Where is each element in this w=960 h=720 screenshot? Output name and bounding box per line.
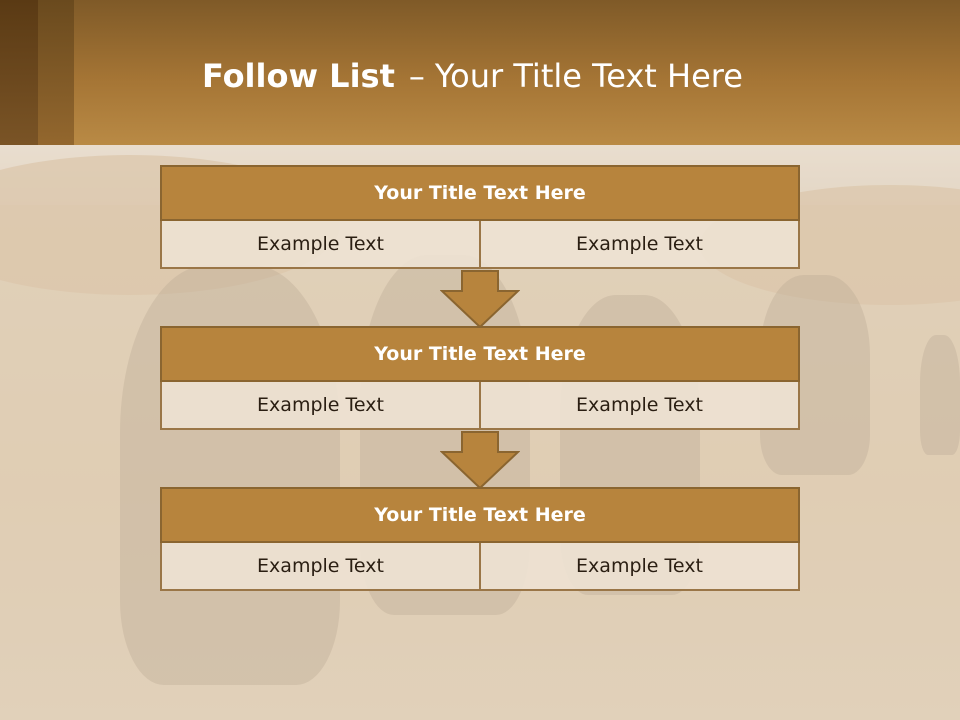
header-accent-stripe bbox=[0, 0, 38, 145]
rider-figure bbox=[920, 335, 960, 455]
step-cell-right: Example Text bbox=[481, 543, 800, 591]
step-cell-left: Example Text bbox=[160, 221, 481, 269]
step-cell-right: Example Text bbox=[481, 382, 800, 430]
step-row: Example Text Example Text bbox=[160, 382, 800, 430]
step-title: Your Title Text Here bbox=[160, 165, 800, 221]
step-row: Example Text Example Text bbox=[160, 543, 800, 591]
slide-title-text: Your Title Text Here bbox=[434, 57, 743, 95]
slide-title: Follow List–Your Title Text Here bbox=[202, 54, 743, 98]
slide-title-separator: – bbox=[408, 57, 425, 95]
step-row: Example Text Example Text bbox=[160, 221, 800, 269]
step-cell-left: Example Text bbox=[160, 382, 481, 430]
header-band: Follow List–Your Title Text Here bbox=[0, 0, 960, 145]
follow-list-step: Your Title Text Here Example Text Exampl… bbox=[160, 487, 800, 591]
step-title: Your Title Text Here bbox=[160, 326, 800, 382]
follow-list-step: Your Title Text Here Example Text Exampl… bbox=[160, 326, 800, 430]
step-cell-left: Example Text bbox=[160, 543, 481, 591]
step-cell-right: Example Text bbox=[481, 221, 800, 269]
step-title: Your Title Text Here bbox=[160, 487, 800, 543]
background-photo bbox=[0, 145, 960, 720]
follow-list-step: Your Title Text Here Example Text Exampl… bbox=[160, 165, 800, 269]
down-arrow-icon bbox=[440, 270, 520, 329]
down-arrow-icon bbox=[440, 431, 520, 490]
slide-title-bold: Follow List bbox=[202, 57, 395, 95]
header-accent-stripe bbox=[38, 0, 74, 145]
